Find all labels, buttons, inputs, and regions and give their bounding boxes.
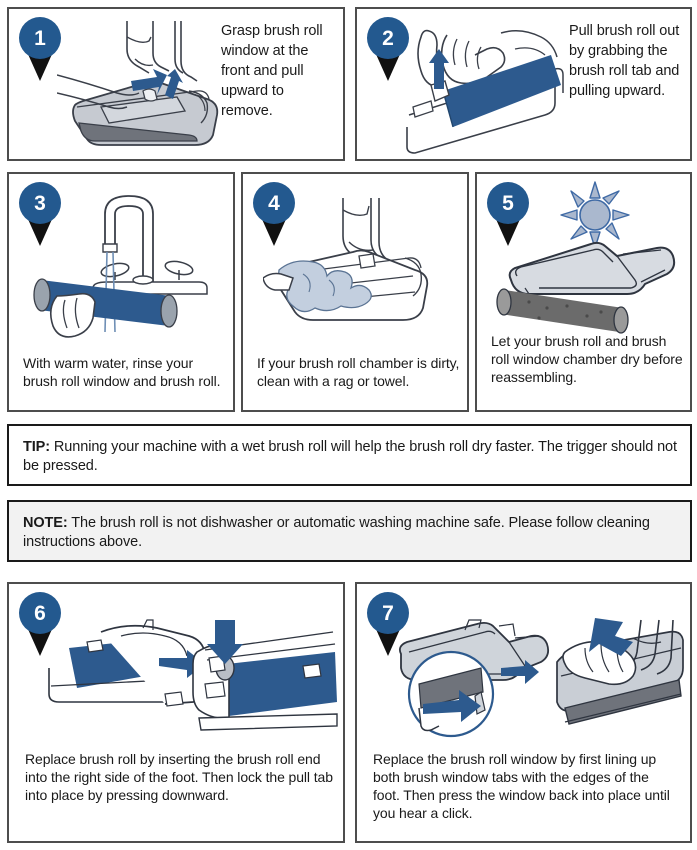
step-number-6: 6 — [19, 592, 61, 634]
step-badge-3: 3 — [19, 182, 65, 248]
step-caption-4: If your brush roll chamber is dirty, cle… — [257, 355, 460, 389]
illustration-hand-pulling-brush-roll — [405, 19, 565, 159]
tip-label: TIP: — [23, 439, 50, 455]
illustration-replacing-brush-window — [389, 618, 685, 744]
sun-icon — [557, 180, 633, 250]
note-label: NOTE: — [23, 515, 68, 531]
step-badge-5: 5 — [487, 182, 533, 248]
step-badge-6: 6 — [19, 592, 65, 658]
step-panel-2: 2 — [355, 7, 692, 161]
step-panel-4: 4 — [241, 172, 469, 412]
illustration-inserting-brush-roll — [47, 618, 339, 740]
note-text: NOTE: The brush roll is not dishwasher o… — [23, 514, 680, 552]
note-callout: NOTE: The brush roll is not dishwasher o… — [7, 500, 692, 562]
step-panel-1: 1 — [7, 7, 345, 161]
step-caption-7: Replace the brush roll window by first l… — [373, 751, 670, 821]
step-badge-1: 1 — [19, 17, 65, 83]
step-caption-5: Let your brush roll and brush roll windo… — [491, 333, 683, 385]
step-number-7: 7 — [367, 592, 409, 634]
illustration-drying-parts — [495, 236, 681, 336]
step-caption-1: Grasp brush roll window at the front and… — [221, 23, 323, 119]
illustration-vacuum-foot-window-pull — [57, 19, 227, 151]
step-number-1: 1 — [19, 17, 61, 59]
step-caption-3: With warm water, rinse your brush roll w… — [23, 355, 221, 389]
step-badge-2: 2 — [367, 17, 413, 83]
step-panel-3: 3 — [7, 172, 235, 412]
illustration-faucet-rinsing-brush-roll — [31, 186, 221, 344]
note-body: The brush roll is not dishwasher or auto… — [23, 515, 650, 550]
tip-body: Running your machine with a wet brush ro… — [23, 439, 677, 474]
step-badge-4: 4 — [253, 182, 299, 248]
tip-text: TIP: Running your machine with a wet bru… — [23, 438, 680, 476]
step-panel-6: 6 — [7, 582, 345, 843]
step-number-2: 2 — [367, 17, 409, 59]
step-number-5: 5 — [487, 182, 529, 224]
step-number-3: 3 — [19, 182, 61, 224]
step-panel-5: 5 — [475, 172, 692, 412]
step-caption-6: Replace brush roll by inserting the brus… — [25, 751, 333, 803]
step-number-4: 4 — [253, 182, 295, 224]
step-badge-7: 7 — [367, 592, 413, 658]
tip-callout: TIP: Running your machine with a wet bru… — [7, 424, 692, 486]
illustration-cleaning-chamber-with-rag — [263, 194, 453, 344]
step-caption-2: Pull brush roll out by grabbing the brus… — [569, 23, 680, 99]
step-panel-7: 7 — [355, 582, 692, 843]
